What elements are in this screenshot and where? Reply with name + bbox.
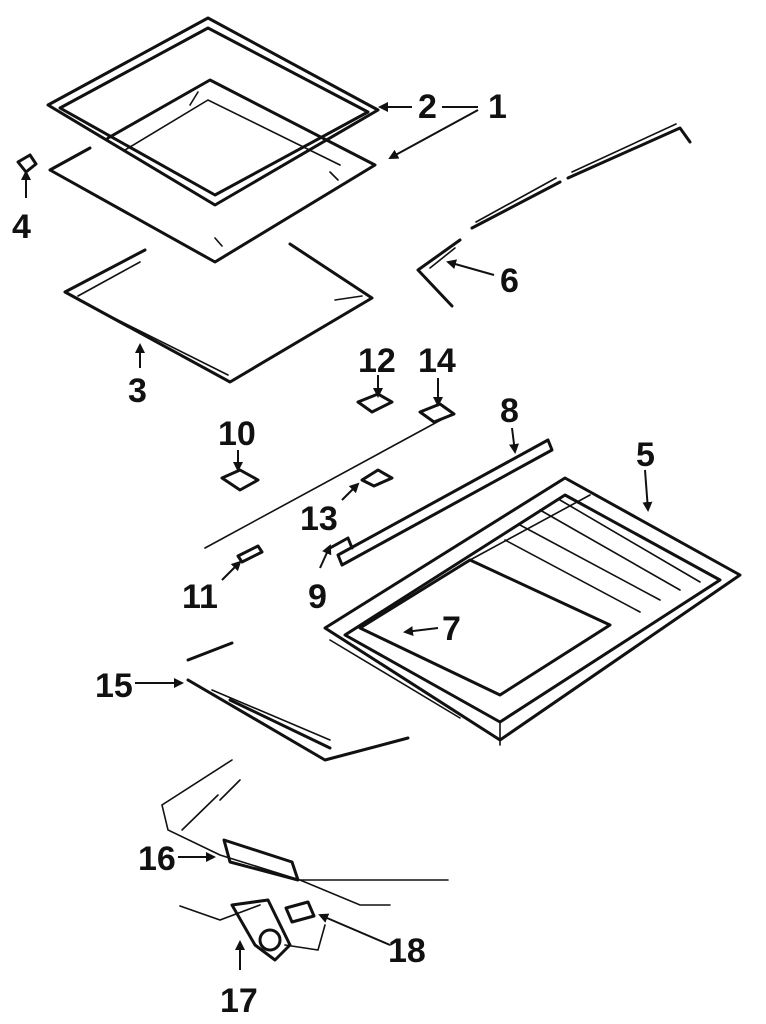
part-harness-connector [284, 900, 316, 924]
callout-18: 18 [388, 932, 426, 970]
part-sunshade [63, 242, 374, 384]
callout-2: 2 [418, 88, 437, 126]
callout-12: 12 [358, 342, 396, 380]
callout-16: 16 [138, 840, 176, 878]
part-clip [16, 153, 38, 174]
part-motor [179, 898, 326, 962]
callout-13: 13 [300, 500, 338, 538]
callout-15: 15 [95, 667, 133, 705]
callout-10: 10 [218, 415, 256, 453]
part-glass-panel [46, 16, 380, 207]
callout-leaders [21, 102, 653, 970]
callout-8: 8 [500, 392, 519, 430]
callout-6: 6 [500, 262, 519, 300]
part-drive-cable [161, 759, 449, 906]
part-rear-frame [186, 641, 410, 762]
callout-1: 1 [488, 88, 507, 126]
part-guide-rail [416, 123, 692, 308]
callout-7: 7 [442, 610, 461, 648]
callout-4: 4 [12, 208, 31, 246]
part-sunroof-housing [323, 476, 742, 746]
callout-5: 5 [636, 436, 655, 474]
callout-9: 9 [308, 578, 327, 616]
callout-17: 17 [220, 982, 258, 1020]
callout-3: 3 [128, 372, 147, 410]
part-wind-deflector [336, 438, 554, 567]
part-glass-frame [48, 78, 377, 264]
part-bracket-9 [328, 536, 354, 550]
callout-11: 11 [182, 578, 218, 616]
callout-14: 14 [418, 342, 456, 380]
